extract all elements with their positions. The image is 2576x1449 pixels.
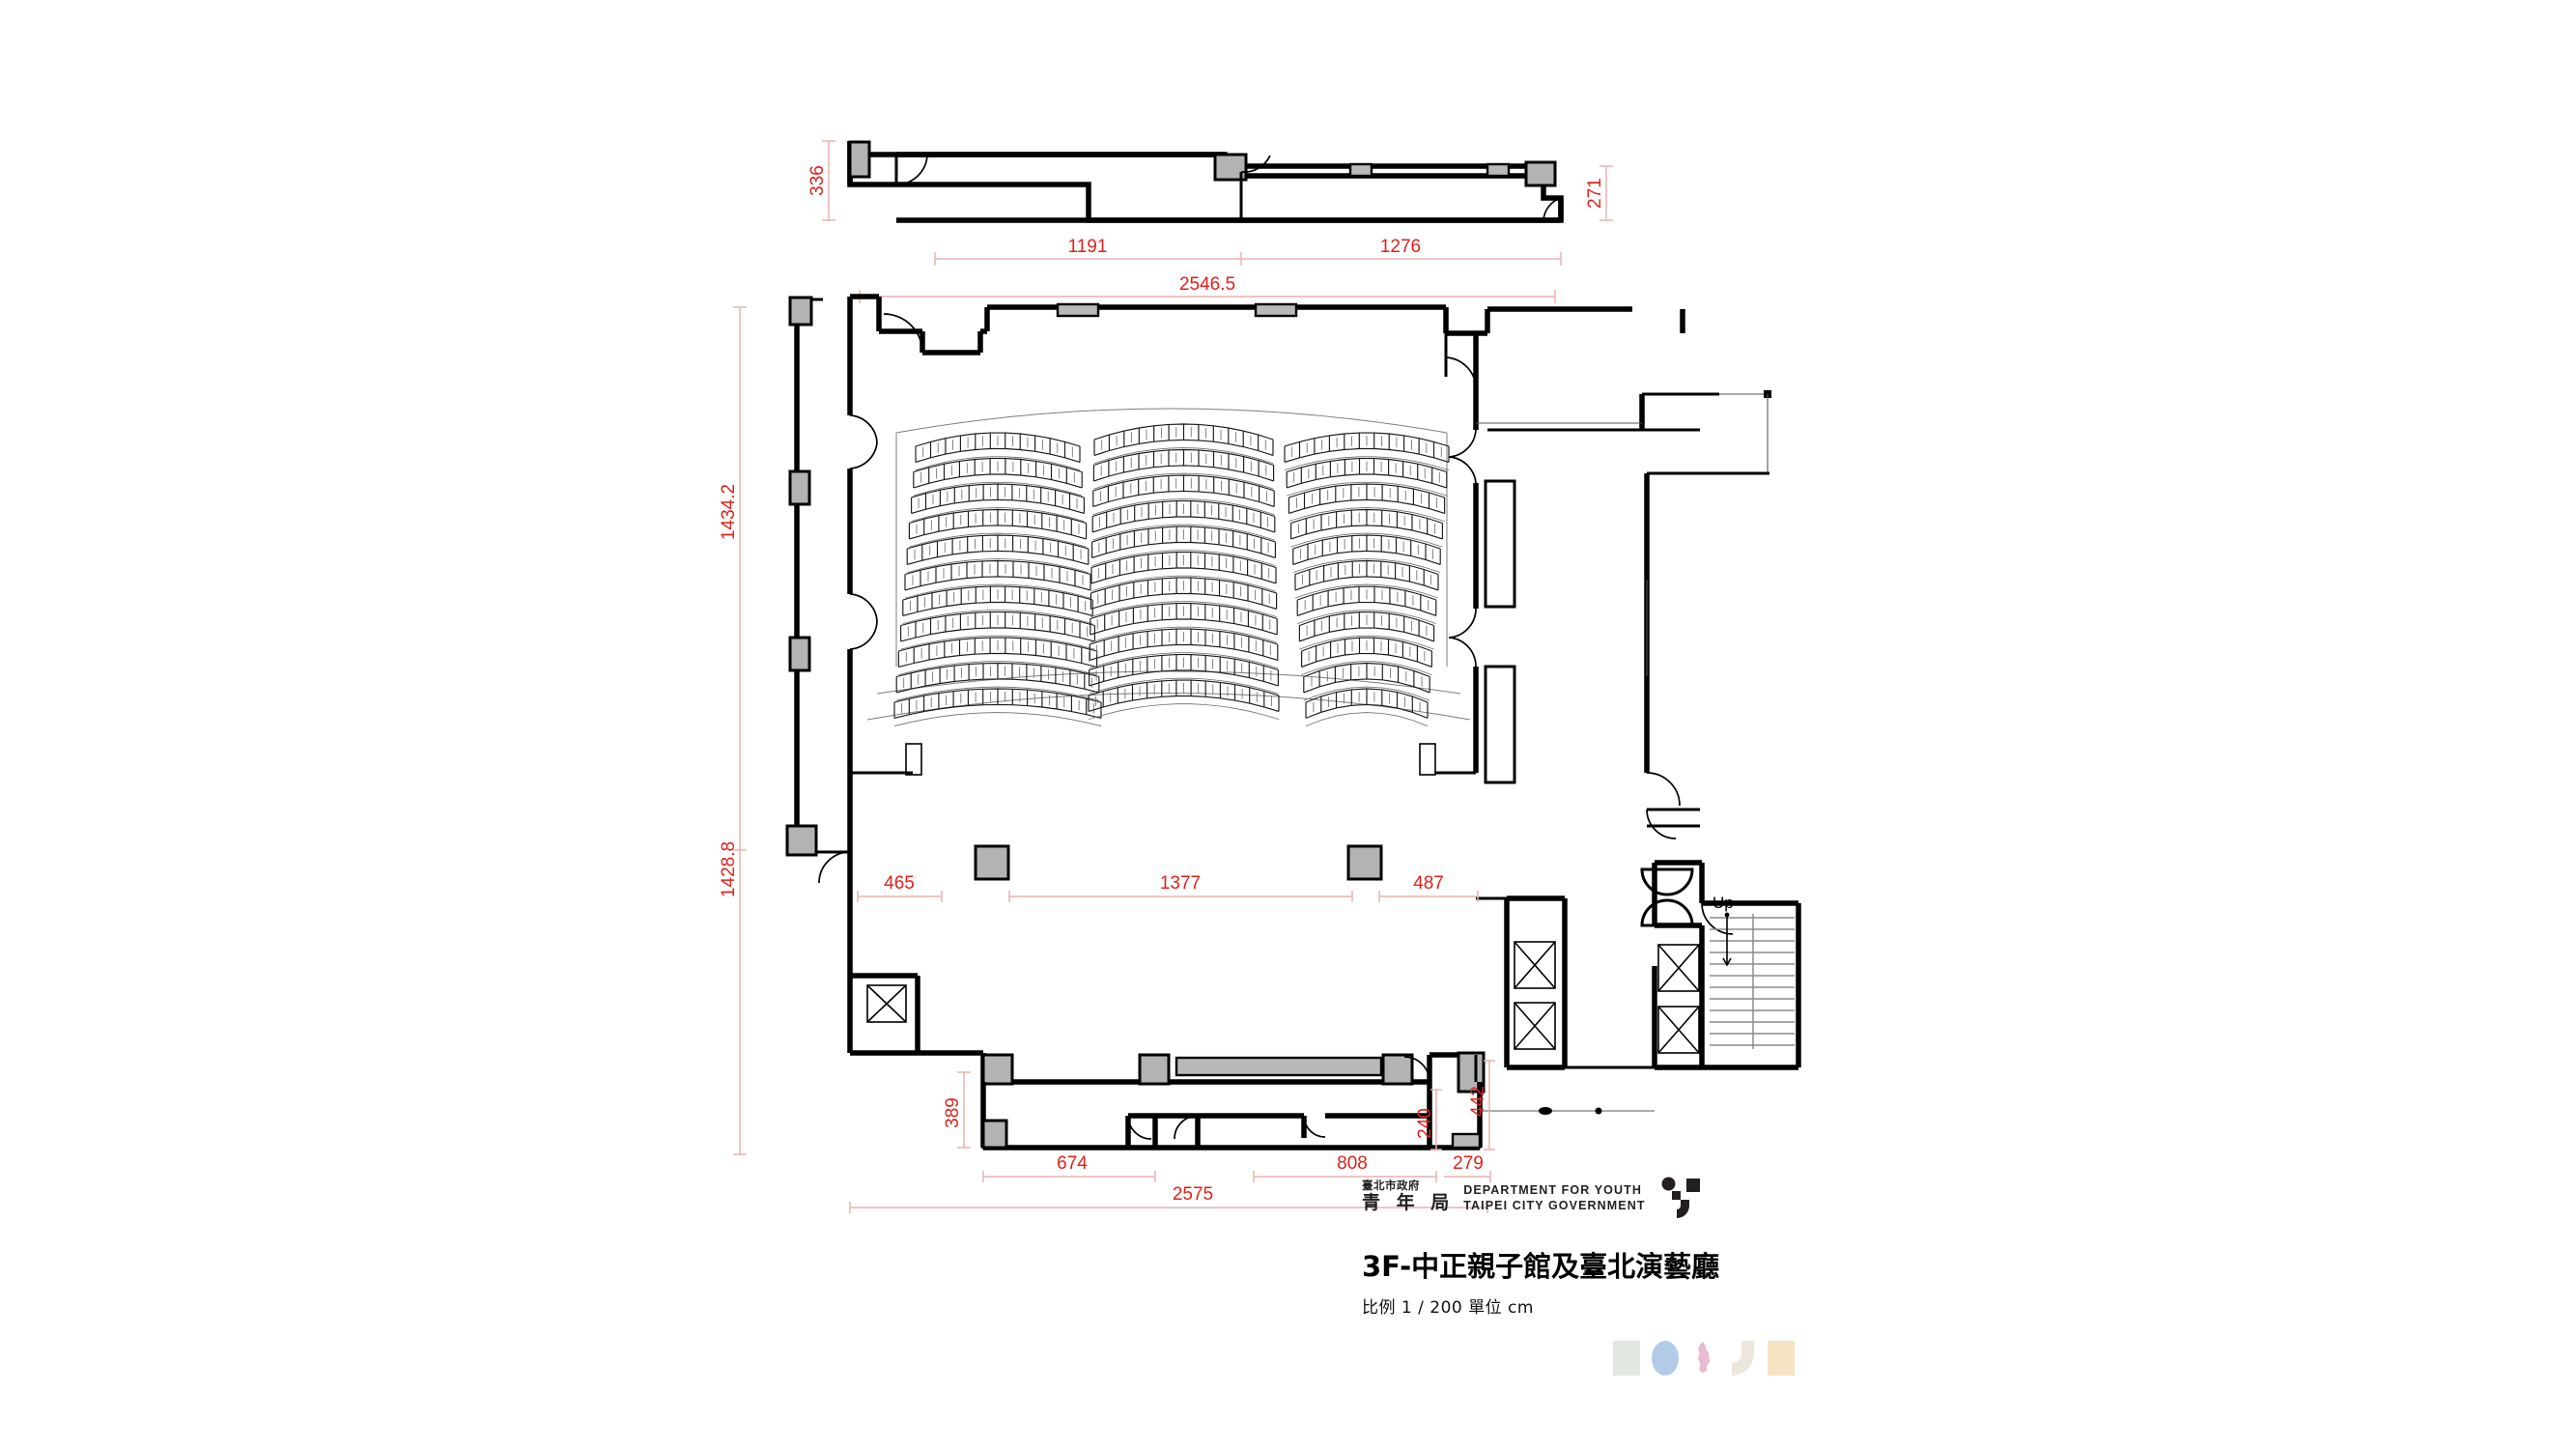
dimensions-bottom bbox=[849, 1060, 1495, 1213]
dim-674: 674 bbox=[1057, 1153, 1088, 1174]
dim-487: 487 bbox=[1413, 873, 1444, 894]
dim-279: 279 bbox=[1453, 1153, 1484, 1174]
taipei-youth-smiley-mark-icon bbox=[1661, 1177, 1702, 1219]
lower-left-service-core bbox=[847, 852, 983, 1056]
dim-1377: 1377 bbox=[1160, 873, 1201, 894]
agency-name-cn-line2: 青 年 局 bbox=[1362, 1191, 1455, 1213]
main-building-outline bbox=[785, 294, 1516, 884]
auditorium-seating bbox=[866, 408, 1471, 727]
agency-logo-english: DEPARTMENT FOR YOUTH TAIPEI CITY GOVERNM… bbox=[1463, 1180, 1645, 1213]
stage-area bbox=[847, 743, 1476, 881]
swatch-pink-organic bbox=[1690, 1341, 1717, 1376]
dim-808: 808 bbox=[1337, 1153, 1368, 1174]
dimension-labels: 336 271 1191 1276 2546.5 1434.2 1428.8 4… bbox=[719, 165, 1605, 1205]
dim-1428-8: 1428.8 bbox=[719, 841, 739, 897]
swatch-blue-circle bbox=[1652, 1341, 1679, 1376]
bottom-rooms bbox=[980, 1051, 1655, 1151]
agency-logo-chinese: 臺北市政府 青 年 局 bbox=[1362, 1179, 1455, 1213]
stair-core bbox=[1640, 860, 1801, 1070]
decorative-swatches bbox=[1613, 1341, 2038, 1376]
corridor-right-columns bbox=[1476, 895, 1655, 1070]
dimensions-top-block bbox=[822, 140, 1613, 303]
dim-240: 240 bbox=[1415, 1108, 1435, 1139]
swatch-green-square bbox=[1613, 1341, 1640, 1376]
swatch-tan-square bbox=[1768, 1341, 1795, 1376]
dim-2575: 2575 bbox=[1173, 1184, 1213, 1205]
swatch-cream-curve bbox=[1729, 1341, 1756, 1376]
top-corridor-block bbox=[847, 140, 1564, 223]
dim-271: 271 bbox=[1585, 178, 1605, 209]
agency-name-cn-line1: 臺北市政府 bbox=[1362, 1179, 1420, 1192]
dim-465: 465 bbox=[884, 873, 915, 894]
dim-336: 336 bbox=[807, 165, 828, 196]
dim-1434-2: 1434.2 bbox=[719, 484, 739, 540]
dim-389: 389 bbox=[943, 1097, 963, 1128]
title-block: 臺北市政府 青 年 局 DEPARTMENT FOR YOUTH TAIPEI … bbox=[1362, 1177, 2038, 1376]
right-corridor bbox=[1476, 306, 1771, 839]
dimensions-middle-row bbox=[857, 891, 1479, 902]
dim-442: 442 bbox=[1468, 1086, 1488, 1117]
dim-1276: 1276 bbox=[1380, 237, 1421, 257]
stair-up-label: Up bbox=[1713, 894, 1734, 912]
agency-name-en-line1: DEPARTMENT FOR YOUTH bbox=[1463, 1183, 1642, 1197]
page-title: 3F-中正親子館及臺北演藝廳 bbox=[1362, 1250, 1720, 1283]
dim-1191: 1191 bbox=[1068, 237, 1108, 257]
agency-logo: 臺北市政府 青 年 局 DEPARTMENT FOR YOUTH TAIPEI … bbox=[1362, 1177, 2038, 1219]
dim-2546-5: 2546.5 bbox=[1179, 274, 1235, 295]
agency-name-en-line2: TAIPEI CITY GOVERNMENT bbox=[1463, 1199, 1646, 1212]
dimensions-left bbox=[733, 306, 747, 1155]
scale-note: 比例 1 / 200 單位 cm bbox=[1362, 1298, 1534, 1318]
